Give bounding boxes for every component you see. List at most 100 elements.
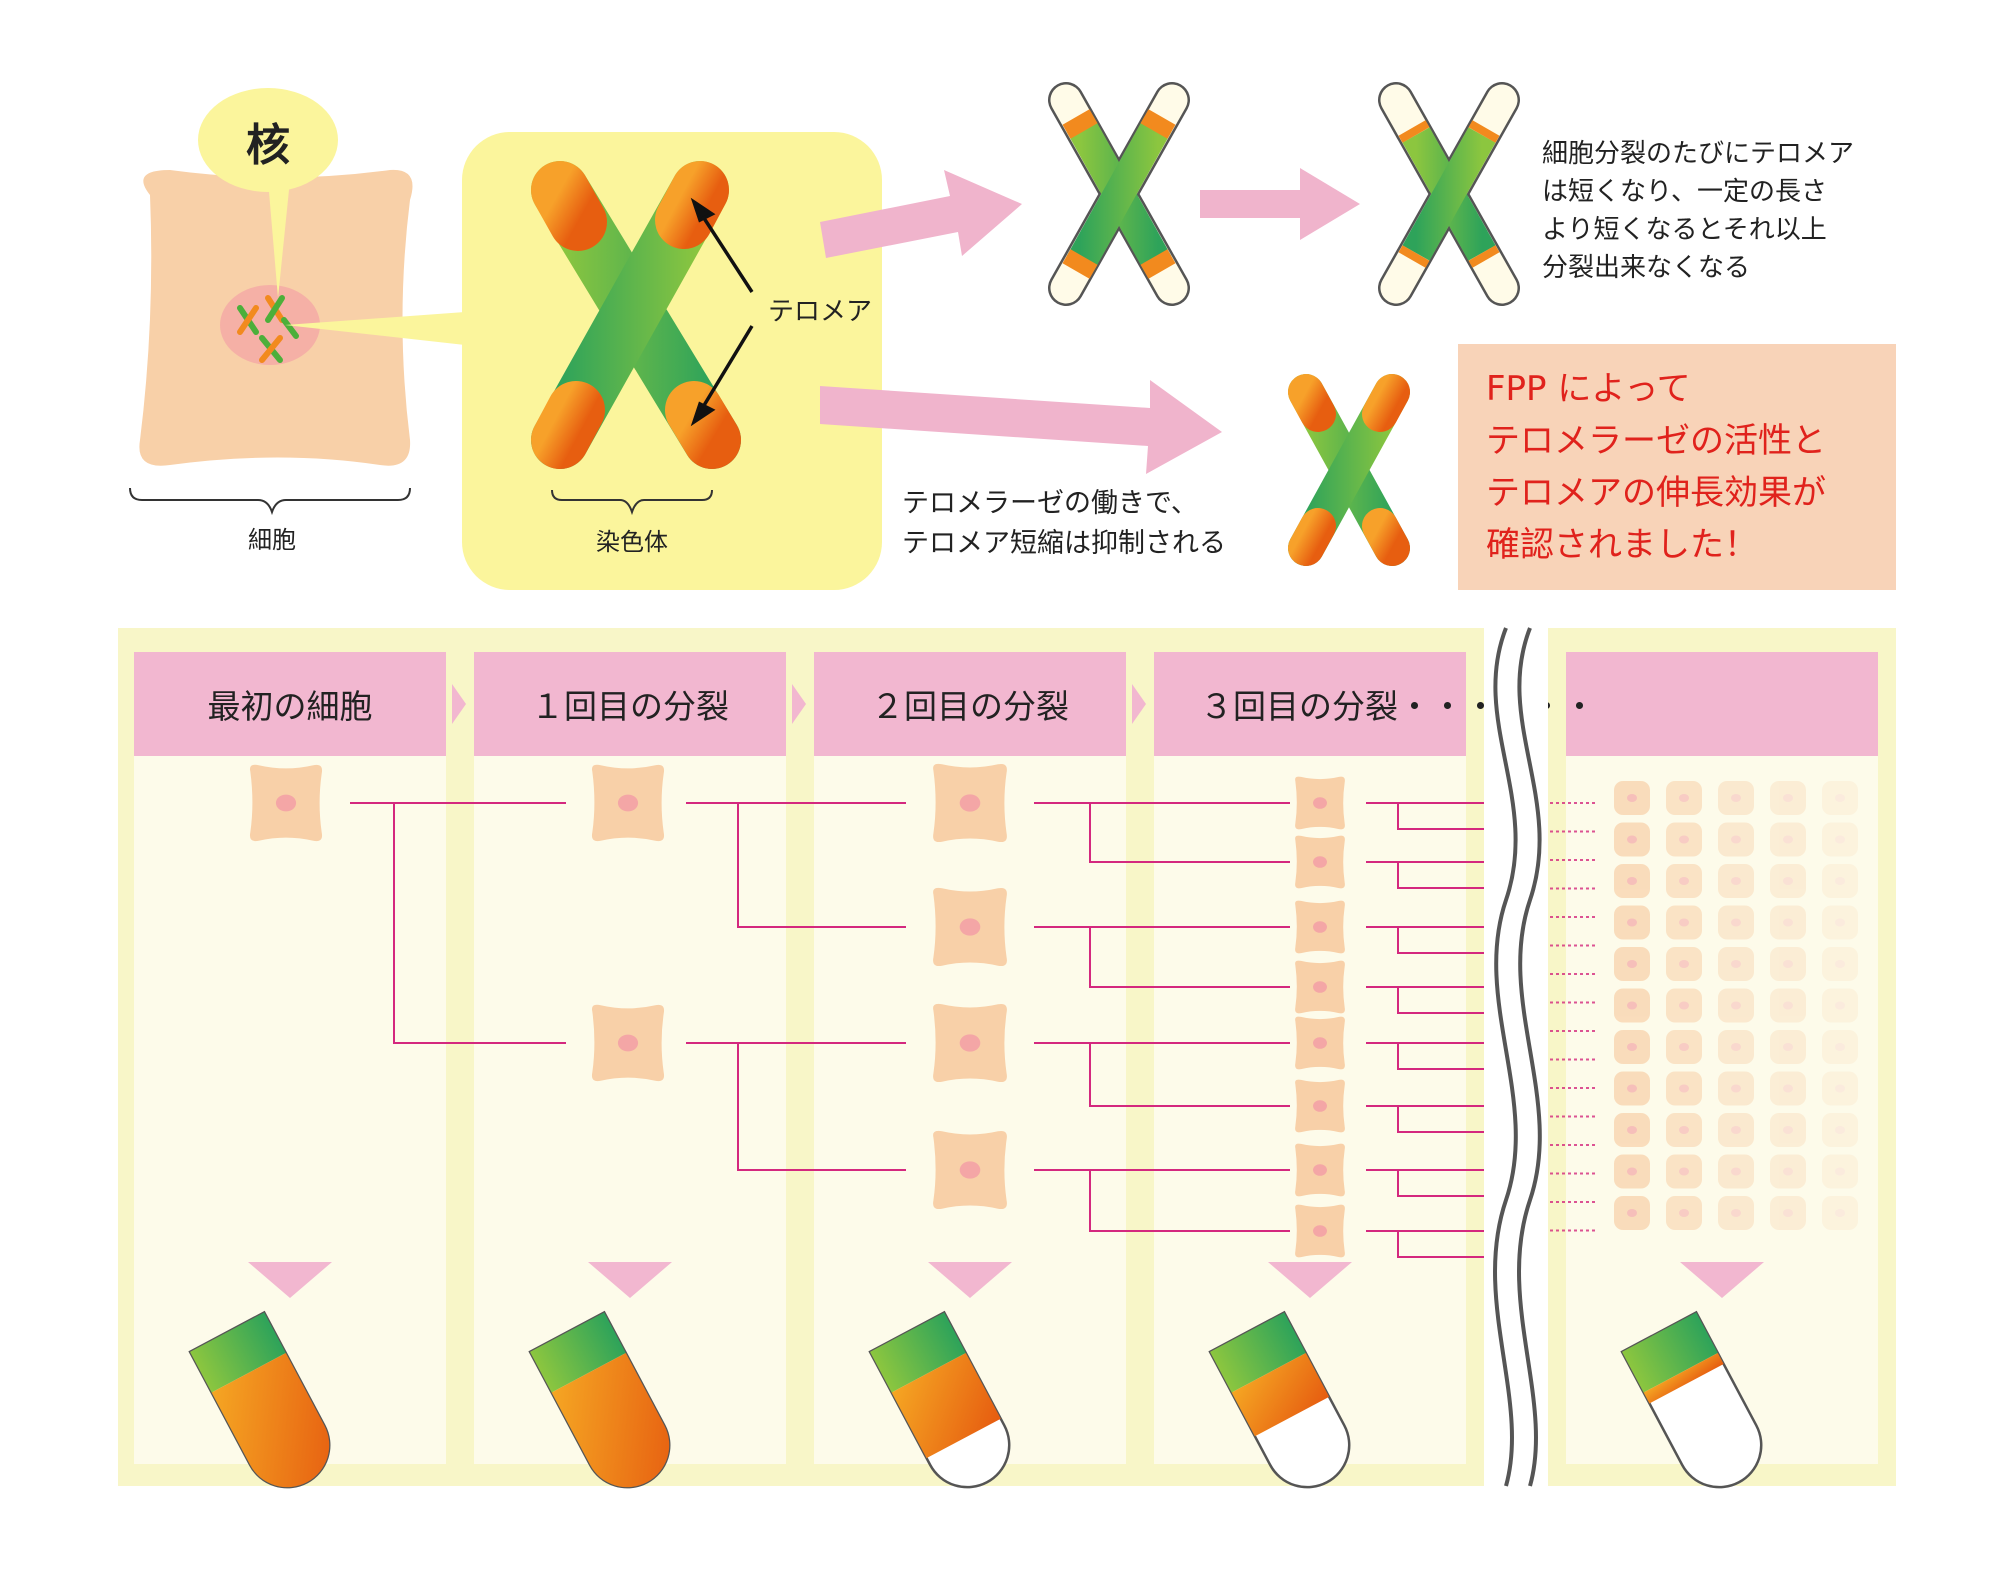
- cell-label: 細胞: [248, 526, 296, 554]
- faded-cell-0-3: [1770, 781, 1806, 815]
- stage-header-0: 最初の細胞: [208, 687, 373, 726]
- process-arrows: [820, 168, 1360, 474]
- cell-lineage: [249, 763, 1492, 1258]
- faded-cell-7-3: [1770, 1071, 1806, 1106]
- shortened-chromosome-2: [1378, 82, 1520, 306]
- shortened-chromosome-1: [1048, 82, 1190, 306]
- link-0-1-branch: [393, 803, 566, 1044]
- cell-illustration: 核 細胞: [129, 88, 465, 554]
- faded-cell-8-4: [1822, 1113, 1858, 1147]
- link-3-4-b-7: [1397, 1231, 1492, 1258]
- faded-cell-6-4: [1822, 1030, 1858, 1064]
- cell-stage3-6: [1295, 1143, 1345, 1197]
- telomere-tip-0: [188, 1310, 331, 1489]
- link-3-4-b-4: [1397, 1043, 1492, 1070]
- cell-stage3-2: [1295, 900, 1345, 954]
- faded-cell-6-2: [1718, 1030, 1754, 1064]
- shortening-note-line-1: 細胞分裂のたびにテロメア: [1542, 139, 1854, 169]
- faded-cell-10-3: [1770, 1196, 1806, 1230]
- faded-cell-4-0: [1614, 947, 1650, 981]
- cell-stage1-1: [591, 1004, 665, 1082]
- faded-cell-5-2: [1718, 988, 1754, 1023]
- down-triangle-2: [928, 1262, 1012, 1298]
- telomere-tip-2: [868, 1310, 1011, 1489]
- faded-cell-2-2: [1718, 864, 1754, 898]
- telomere-label: テロメア: [768, 297, 872, 327]
- tip-orange-4: [1643, 1353, 1724, 1404]
- faded-cell-8-1: [1666, 1113, 1702, 1147]
- faded-cell-10-4: [1822, 1196, 1858, 1230]
- down-triangle-3: [1268, 1262, 1352, 1298]
- cell-stage2-1: [933, 887, 1007, 967]
- link-1-2-1-branch: [737, 1043, 906, 1171]
- telomere-tip-4: [1620, 1310, 1763, 1489]
- telomere-tip-1: [528, 1310, 671, 1489]
- down-triangle-0: [248, 1262, 332, 1298]
- faded-cell-10-2: [1718, 1196, 1754, 1230]
- tip-green-3: [1210, 1312, 1306, 1393]
- faded-cell-8-2: [1718, 1113, 1754, 1147]
- faded-cell-3-0: [1614, 905, 1650, 940]
- nucleus-label: 核: [246, 120, 290, 171]
- faded-cell-grid: [1550, 781, 1858, 1232]
- faded-cell-4-4: [1822, 947, 1858, 981]
- faded-cell-5-0: [1614, 988, 1650, 1023]
- faded-cell-7-1: [1666, 1071, 1702, 1106]
- faded-cell-7-0: [1614, 1071, 1650, 1106]
- chromosome-panel: テロメア 染色体: [462, 132, 882, 590]
- link-3-4-b-3: [1397, 987, 1492, 1014]
- telomerase-note-line-2: テロメア短縮は抑制される: [902, 528, 1226, 559]
- cell-stage2-2: [933, 1003, 1007, 1083]
- break-mark: [1484, 627, 1548, 1487]
- faded-cell-6-3: [1770, 1030, 1806, 1064]
- fpp-result-box: FPP によって テロメラーゼの活性と テロメアの伸長効果が 確認されました！: [1458, 344, 1896, 590]
- maintained-chromosome: [1288, 374, 1410, 566]
- telomerase-note: テロメラーゼの働きで、 テロメア短縮は抑制される: [902, 488, 1226, 559]
- faded-cell-8-3: [1770, 1113, 1806, 1147]
- faded-cell-2-0: [1614, 864, 1650, 898]
- faded-cell-10-0: [1614, 1196, 1650, 1230]
- link-2-3-3-branch: [1089, 1170, 1290, 1232]
- tip-orange-0: [211, 1353, 330, 1488]
- faded-cell-9-0: [1614, 1154, 1650, 1189]
- cell-stage2-3: [933, 1130, 1007, 1210]
- fpp-box-line-2: テロメラーゼの活性と: [1486, 421, 1826, 461]
- tip-orange-1: [551, 1353, 670, 1488]
- faded-cell-1-3: [1770, 822, 1806, 857]
- tip-green-0: [190, 1312, 286, 1393]
- faded-cell-5-3: [1770, 988, 1806, 1023]
- link-3-4-b-0: [1397, 803, 1492, 830]
- faded-cell-1-4: [1822, 822, 1858, 857]
- faded-cell-4-1: [1666, 947, 1702, 981]
- down-triangle-1: [588, 1262, 672, 1298]
- tip-orange-3: [1231, 1353, 1330, 1437]
- tip-green-1: [530, 1312, 626, 1393]
- cell-stage3-3: [1295, 960, 1345, 1014]
- faded-cell-3-3: [1770, 905, 1806, 940]
- faded-cell-4-3: [1770, 947, 1806, 981]
- link-3-4-b-6: [1397, 1170, 1492, 1197]
- faded-cell-3-2: [1718, 905, 1754, 940]
- cell-stage3-5: [1295, 1079, 1345, 1133]
- shortening-note-line-3: より短くなるとそれ以上: [1542, 215, 1827, 245]
- link-2-3-2-branch: [1089, 1043, 1290, 1107]
- cell-stage3-7: [1295, 1204, 1345, 1258]
- faded-cell-9-2: [1718, 1154, 1754, 1189]
- faded-cell-3-4: [1822, 905, 1858, 940]
- faded-cell-6-0: [1614, 1030, 1650, 1064]
- faded-cell-4-2: [1718, 947, 1754, 981]
- link-1-2-0-branch: [737, 803, 906, 928]
- fpp-box-line-1: FPP によって: [1486, 369, 1691, 409]
- link-3-4-b-2: [1397, 927, 1492, 954]
- cell-stage0-0: [249, 764, 323, 842]
- faded-cell-0-4: [1822, 781, 1858, 815]
- faded-cell-7-2: [1718, 1071, 1754, 1106]
- down-triangle-4: [1680, 1262, 1764, 1298]
- faded-cell-2-1: [1666, 864, 1702, 898]
- link-2-3-1-branch: [1089, 927, 1290, 988]
- cell-stage2-0: [933, 763, 1007, 843]
- stage-header-2: ２回目の分裂: [871, 687, 1069, 726]
- faded-cell-6-1: [1666, 1030, 1702, 1064]
- faded-cell-9-4: [1822, 1154, 1858, 1189]
